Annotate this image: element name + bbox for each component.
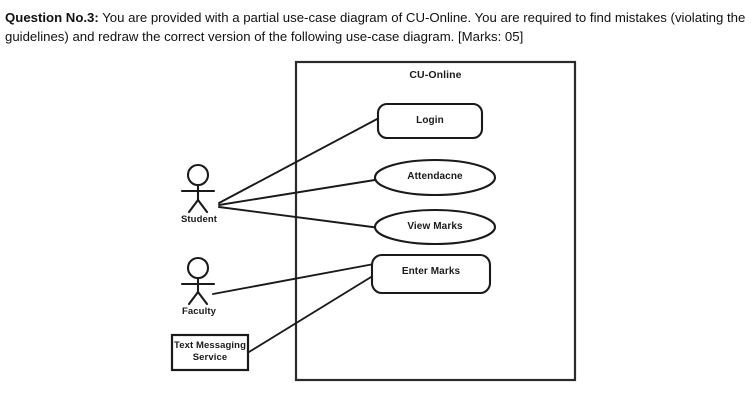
actor-faculty-label: Faculty — [182, 306, 216, 317]
question-text-block: Question No.3: You are provided with a p… — [5, 8, 747, 46]
actor-student-label: Student — [180, 214, 218, 225]
association-student-login[interactable] — [218, 117, 380, 204]
association-student-viewmarks[interactable] — [218, 206, 381, 229]
association-lines — [212, 117, 382, 353]
faculty-head-icon — [186, 256, 210, 280]
use-case-shapes — [370, 102, 497, 295]
association-sms-entermarks[interactable] — [248, 273, 377, 353]
use-case-attendance-label: Attendacne — [407, 171, 463, 182]
question-body-text: You are provided with a partial use-case… — [5, 10, 746, 45]
use-case-view-marks-label: View Marks — [407, 221, 463, 232]
system-boundary-title: CU-Online — [409, 69, 462, 81]
student-head-icon — [186, 163, 210, 187]
use-case-enter-marks[interactable] — [370, 253, 492, 295]
student-leg-left-line — [187, 198, 200, 214]
use-case-login-label: Login — [416, 115, 444, 126]
actor-text-messaging-service[interactable] — [170, 333, 250, 372]
faculty-leg-left-line — [187, 290, 200, 306]
use-case-login[interactable] — [376, 102, 484, 140]
student-leg-right-line — [196, 198, 209, 214]
actor-student[interactable] — [180, 163, 216, 214]
question-number-label: Question No.3: — [5, 10, 99, 25]
use-case-attendance[interactable] — [373, 158, 497, 197]
actor-text-messaging-service-label: Text Messaging Service — [174, 340, 246, 363]
use-case-view-marks[interactable] — [373, 208, 497, 246]
association-student-attendance[interactable] — [218, 178, 382, 206]
actor-faculty[interactable] — [180, 256, 216, 306]
faculty-leg-right-line — [196, 290, 209, 306]
association-faculty-entermarks[interactable] — [212, 263, 375, 295]
use-case-enter-marks-label: Enter Marks — [401, 266, 461, 277]
